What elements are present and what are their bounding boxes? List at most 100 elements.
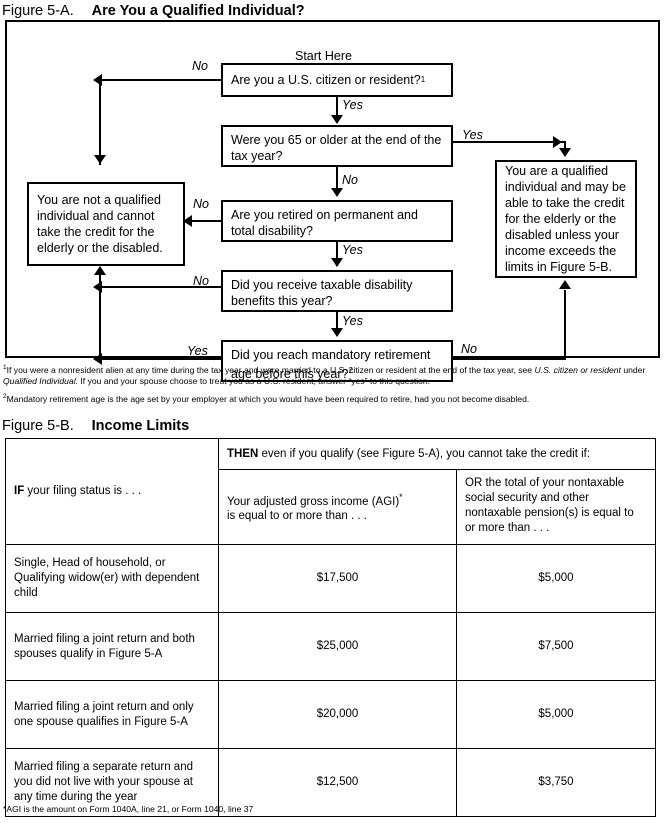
- arrow-mandatory-yes-left: [93, 353, 102, 365]
- cell-agi-limit: $20,000: [218, 680, 457, 749]
- flowchart-footnotes: 1If you were a nonresident alien at any …: [3, 362, 663, 408]
- column-header-agi-line2: is equal to or more than . . .: [227, 510, 367, 523]
- cell-filing-status: Married filing a joint return and both s…: [5, 612, 219, 681]
- flowchart-footnote-2-marker: 2: [3, 392, 7, 400]
- income-limits-table: IF your filing status is . . . THEN even…: [5, 438, 657, 817]
- table-row: Single, Head of household, or Qualifying…: [5, 544, 657, 613]
- decision-box-benefits[interactable]: Did you receive taxable disability benef…: [221, 270, 453, 312]
- edge-label-mandatory-yes: Yes: [187, 344, 208, 358]
- flowchart-container: Start Here No Yes Yes No No Yes No Yes Y…: [5, 20, 660, 382]
- cell-other-limit: $3,750: [455, 748, 657, 817]
- table-footnote: *AGI is the amount on Form 1040A, line 2…: [3, 804, 254, 814]
- outcome-box-qualified-text: You are a qualified individual and may b…: [505, 164, 626, 274]
- column-header-then-rest: even if you qualify (see Figure 5-A), yo…: [258, 447, 591, 460]
- connector-mandatory-yes-horizontal: [99, 358, 221, 360]
- column-header-agi: Your adjusted gross income (AGI)* is equ…: [218, 469, 457, 545]
- connector-age65-yes-vertical: [564, 141, 566, 153]
- arrow-age65-yes-down: [559, 148, 571, 157]
- table-row: Married filing a joint return and both s…: [5, 612, 657, 681]
- connector-age65-no: [336, 167, 338, 191]
- decision-box-citizen[interactable]: Are you a U.S. citizen or resident?1: [221, 63, 453, 97]
- flowchart-footnote-1-marker: 1: [3, 364, 7, 371]
- column-header-nontaxable-text: OR the total of your nontaxable social s…: [465, 477, 634, 534]
- table-row: Married filing a joint return and only o…: [5, 680, 657, 749]
- figure-5a-title: Figure 5-A. Are You a Qualified Individu…: [2, 2, 305, 20]
- column-header-filing-status: IF your filing status is . . .: [5, 438, 219, 545]
- connector-mandatory-yes-vertical: [99, 274, 101, 360]
- decision-box-age65-text: Were you 65 or older at the end of the t…: [231, 133, 442, 163]
- decision-box-retired[interactable]: Are you retired on permanent and total d…: [221, 200, 453, 242]
- flowchart-footnote-1-part2: under: [620, 364, 646, 375]
- connector-citizen-no-horizontal: [99, 79, 221, 81]
- arrow-benefits-yes-down: [331, 328, 343, 337]
- edge-label-retired-yes: Yes: [342, 243, 363, 257]
- figure-5b-number: Figure 5-B.: [2, 418, 74, 434]
- edge-label-retired-no: No: [193, 197, 209, 211]
- column-header-agi-line1: Your adjusted gross income (AGI): [227, 495, 400, 508]
- arrow-benefits-no-up: [94, 266, 106, 275]
- arrow-mandatory-no-up: [559, 280, 571, 289]
- footnote-marker-2: 2: [348, 366, 353, 375]
- start-here-label: Start Here: [295, 49, 352, 63]
- connector-citizen-no-vertical: [99, 79, 101, 165]
- connector-age65-yes-horizontal: [453, 141, 565, 143]
- cell-agi-limit: $25,000: [218, 612, 457, 681]
- flowchart-footnote-1-italic1: U.S. citizen or resident: [534, 364, 621, 375]
- decision-box-retired-text: Are you retired on permanent and total d…: [231, 208, 418, 238]
- edge-label-age65-yes: Yes: [462, 128, 483, 142]
- arrow-citizen-no-down: [94, 155, 106, 164]
- outcome-box-qualified[interactable]: You are a qualified individual and may b…: [495, 160, 637, 278]
- flowchart-footnote-1-part3: If you and your spouse choose to treat y…: [78, 376, 431, 387]
- column-header-filing-status-rest: your filing status is . . .: [24, 485, 142, 497]
- edge-label-benefits-yes: Yes: [342, 314, 363, 328]
- edge-label-citizen-yes: Yes: [342, 98, 363, 112]
- arrow-age65-no-down: [331, 188, 343, 197]
- edge-label-citizen-no: No: [192, 59, 208, 73]
- arrow-retired-yes-down: [331, 258, 343, 267]
- table-header-row-top: IF your filing status is . . . THEN even…: [5, 438, 657, 545]
- connector-mandatory-no-horizontal: [453, 358, 566, 360]
- column-header-then-span: THEN even if you qualify (see Figure 5-A…: [217, 438, 657, 470]
- connector-benefits-yes: [336, 312, 338, 336]
- figure-5b-title: Figure 5-B. Income Limits: [2, 417, 189, 435]
- edge-label-mandatory-no: No: [461, 342, 477, 356]
- cell-other-limit: $5,000: [455, 680, 657, 749]
- table-row: Married filing a separate return and you…: [5, 748, 657, 817]
- figure-5b-heading: Income Limits: [91, 418, 190, 434]
- arrow-retired-no-left: [183, 215, 192, 227]
- outcome-box-not-qualified-text: You are not a qualified individual and c…: [37, 193, 163, 255]
- connector-citizen-yes: [336, 97, 338, 119]
- cell-other-limit: $5,000: [455, 544, 657, 613]
- outcome-box-not-qualified[interactable]: You are not a qualified individual and c…: [27, 182, 185, 266]
- flowchart-footnote-1-part1: If you were a nonresident alien at any t…: [6, 364, 535, 375]
- column-header-agi-star: *: [399, 491, 403, 502]
- figure-5a-heading: Are You a Qualified Individual?: [91, 3, 305, 19]
- decision-box-mandatory[interactable]: Did you reach mandatory retirement age b…: [221, 340, 453, 382]
- column-header-then-bold: THEN: [227, 447, 259, 460]
- column-header-filing-status-if: IF: [14, 485, 25, 497]
- connector-mandatory-no-vertical: [564, 290, 566, 360]
- figure-5a-number: Figure 5-A.: [2, 3, 74, 19]
- flowchart-footnote-2-text: Mandatory retirement age is the age set …: [6, 393, 530, 404]
- cell-filing-status: Married filing a separate return and you…: [5, 748, 219, 817]
- decision-box-age65[interactable]: Were you 65 or older at the end of the t…: [221, 125, 453, 167]
- decision-box-citizen-text: Are you a U.S. citizen or resident?: [231, 73, 421, 87]
- connector-retired-no: [191, 220, 221, 222]
- cell-filing-status: Married filing a joint return and only o…: [5, 680, 219, 749]
- decision-box-mandatory-text: Did you reach mandatory retirement age b…: [231, 348, 431, 382]
- arrow-citizen-no-left: [93, 74, 102, 86]
- column-header-nontaxable: OR the total of your nontaxable social s…: [455, 469, 657, 545]
- arrow-citizen-yes-down: [331, 115, 343, 124]
- cell-agi-limit: $12,500: [218, 748, 457, 817]
- edge-label-benefits-no: No: [193, 274, 209, 288]
- footnote-marker-1: 1: [420, 75, 426, 84]
- flowchart-footnote-1-italic2: Qualified Individual.: [3, 376, 79, 387]
- arrow-benefits-no-left: [93, 281, 102, 293]
- decision-box-benefits-text: Did you receive taxable disability benef…: [231, 278, 413, 308]
- connector-retired-yes: [336, 242, 338, 266]
- cell-filing-status: Single, Head of household, or Qualifying…: [5, 544, 219, 613]
- cell-other-limit: $7,500: [455, 612, 657, 681]
- flowchart-footnote-2: 2Mandatory retirement age is the age set…: [3, 391, 663, 405]
- edge-label-age65-no: No: [342, 173, 358, 187]
- connector-benefits-no-horizontal: [99, 286, 221, 288]
